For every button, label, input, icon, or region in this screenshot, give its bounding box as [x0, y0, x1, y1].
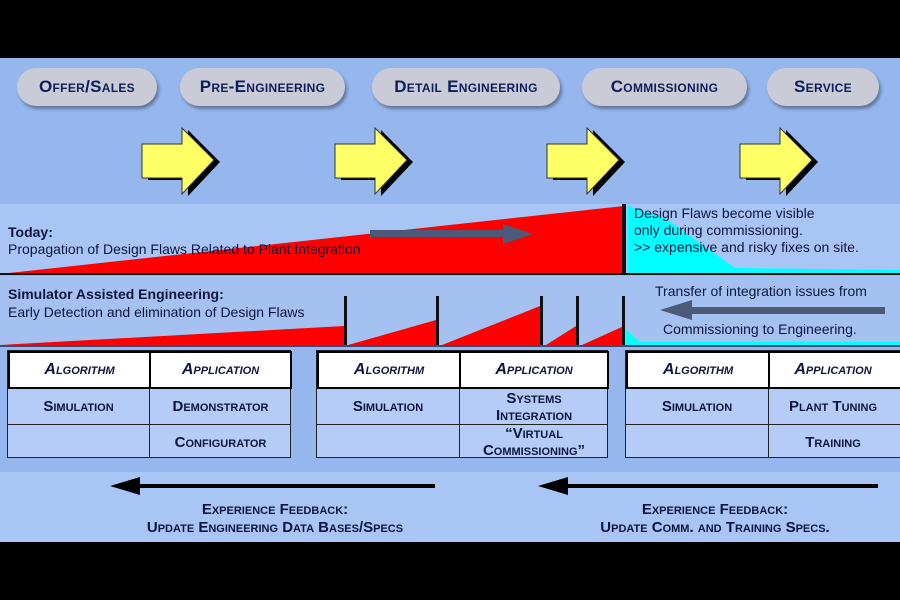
propagation-arrow-icon — [503, 224, 533, 244]
table-header-application: Application — [768, 351, 900, 389]
phase-pre-engineering: Pre-Engineering — [180, 68, 345, 106]
feedback-left: Experience Feedback: Update Engineering … — [110, 501, 440, 537]
table-cell: Simulation — [43, 398, 114, 415]
table-cell — [8, 425, 149, 459]
simulator-subtitle: Early Detection and elimination of Desig… — [8, 304, 305, 320]
today-baseline — [0, 273, 900, 275]
table-cell — [317, 425, 459, 459]
today-subtitle: Propagation of Design Flaws Related to P… — [8, 241, 361, 257]
feedback-right-line: Update Comm. and Training Specs. — [600, 519, 830, 536]
feedback-left-arrow-icon — [110, 477, 140, 495]
table-cell: “Virtual Commissioning” — [482, 425, 586, 459]
table-header-application: Application — [459, 351, 609, 389]
table-cell: Demonstrator — [172, 398, 269, 415]
block-arrow-icon — [739, 126, 818, 196]
table-header-algorithm: Algorithm — [626, 351, 770, 389]
feedback-band — [0, 472, 900, 542]
today-note-line: Design Flaws become visible — [634, 205, 815, 221]
table-cell: Simulation — [352, 398, 424, 415]
phase-offer-sales: Offer/Sales — [17, 68, 157, 106]
block-arrow-icon — [141, 126, 220, 196]
transfer-line: Commissioning to Engineering. — [663, 321, 857, 337]
table-cell: Plant Tuning — [788, 398, 878, 415]
capability-table-offer: Algorithm Application Simulation Demonst… — [7, 350, 292, 459]
capability-table-engineering: Algorithm Application Simulation Systems… — [316, 350, 609, 459]
table-cell — [626, 425, 768, 459]
table-header-application: Application — [149, 351, 292, 389]
diagram-canvas: Offer/Sales Pre-Engineering Detail Engin… — [0, 58, 900, 542]
simulator-heading: Simulator Assisted Engineering: — [8, 286, 224, 302]
phase-detail-engineering: Detail Engineering — [372, 68, 560, 106]
commissioning-divider — [622, 204, 626, 274]
transfer-line: Transfer of integration issues from — [655, 283, 867, 299]
flaw-propagation-graphic — [0, 204, 900, 347]
today-note-line: >> expensive and risky fixes on site. — [634, 239, 859, 255]
today-note-line: only during commissioning. — [634, 222, 803, 238]
table-cell: Training — [805, 433, 861, 451]
today-heading: Today: — [8, 224, 53, 240]
today-flaw-wedge — [0, 206, 624, 274]
feedback-left-line: Update Engineering Data Bases/Specs — [146, 519, 404, 536]
capability-table-commissioning: Algorithm Application Simulation Plant T… — [625, 350, 900, 458]
phase-commissioning: Commissioning — [582, 68, 747, 106]
feedback-right-line: Experience Feedback: — [641, 501, 789, 518]
block-arrow-icon — [334, 126, 413, 196]
feedback-right-arrow-icon — [538, 477, 568, 495]
table-cell: Configurator — [174, 433, 267, 451]
phase-service: Service — [767, 68, 879, 106]
table-header-algorithm: Algorithm — [317, 351, 461, 389]
feedback-arrows — [110, 477, 878, 495]
feedback-left-line: Experience Feedback: — [201, 501, 349, 518]
transfer-arrow-icon — [660, 300, 692, 320]
block-arrow-icon — [546, 126, 625, 196]
table-cell: Systems Integration — [495, 389, 573, 424]
table-cell: Simulation — [661, 398, 733, 415]
commissioning-flaw-area — [628, 206, 900, 274]
table-header-algorithm: Algorithm — [8, 351, 151, 389]
feedback-right: Experience Feedback: Update Comm. and Tr… — [555, 501, 875, 537]
